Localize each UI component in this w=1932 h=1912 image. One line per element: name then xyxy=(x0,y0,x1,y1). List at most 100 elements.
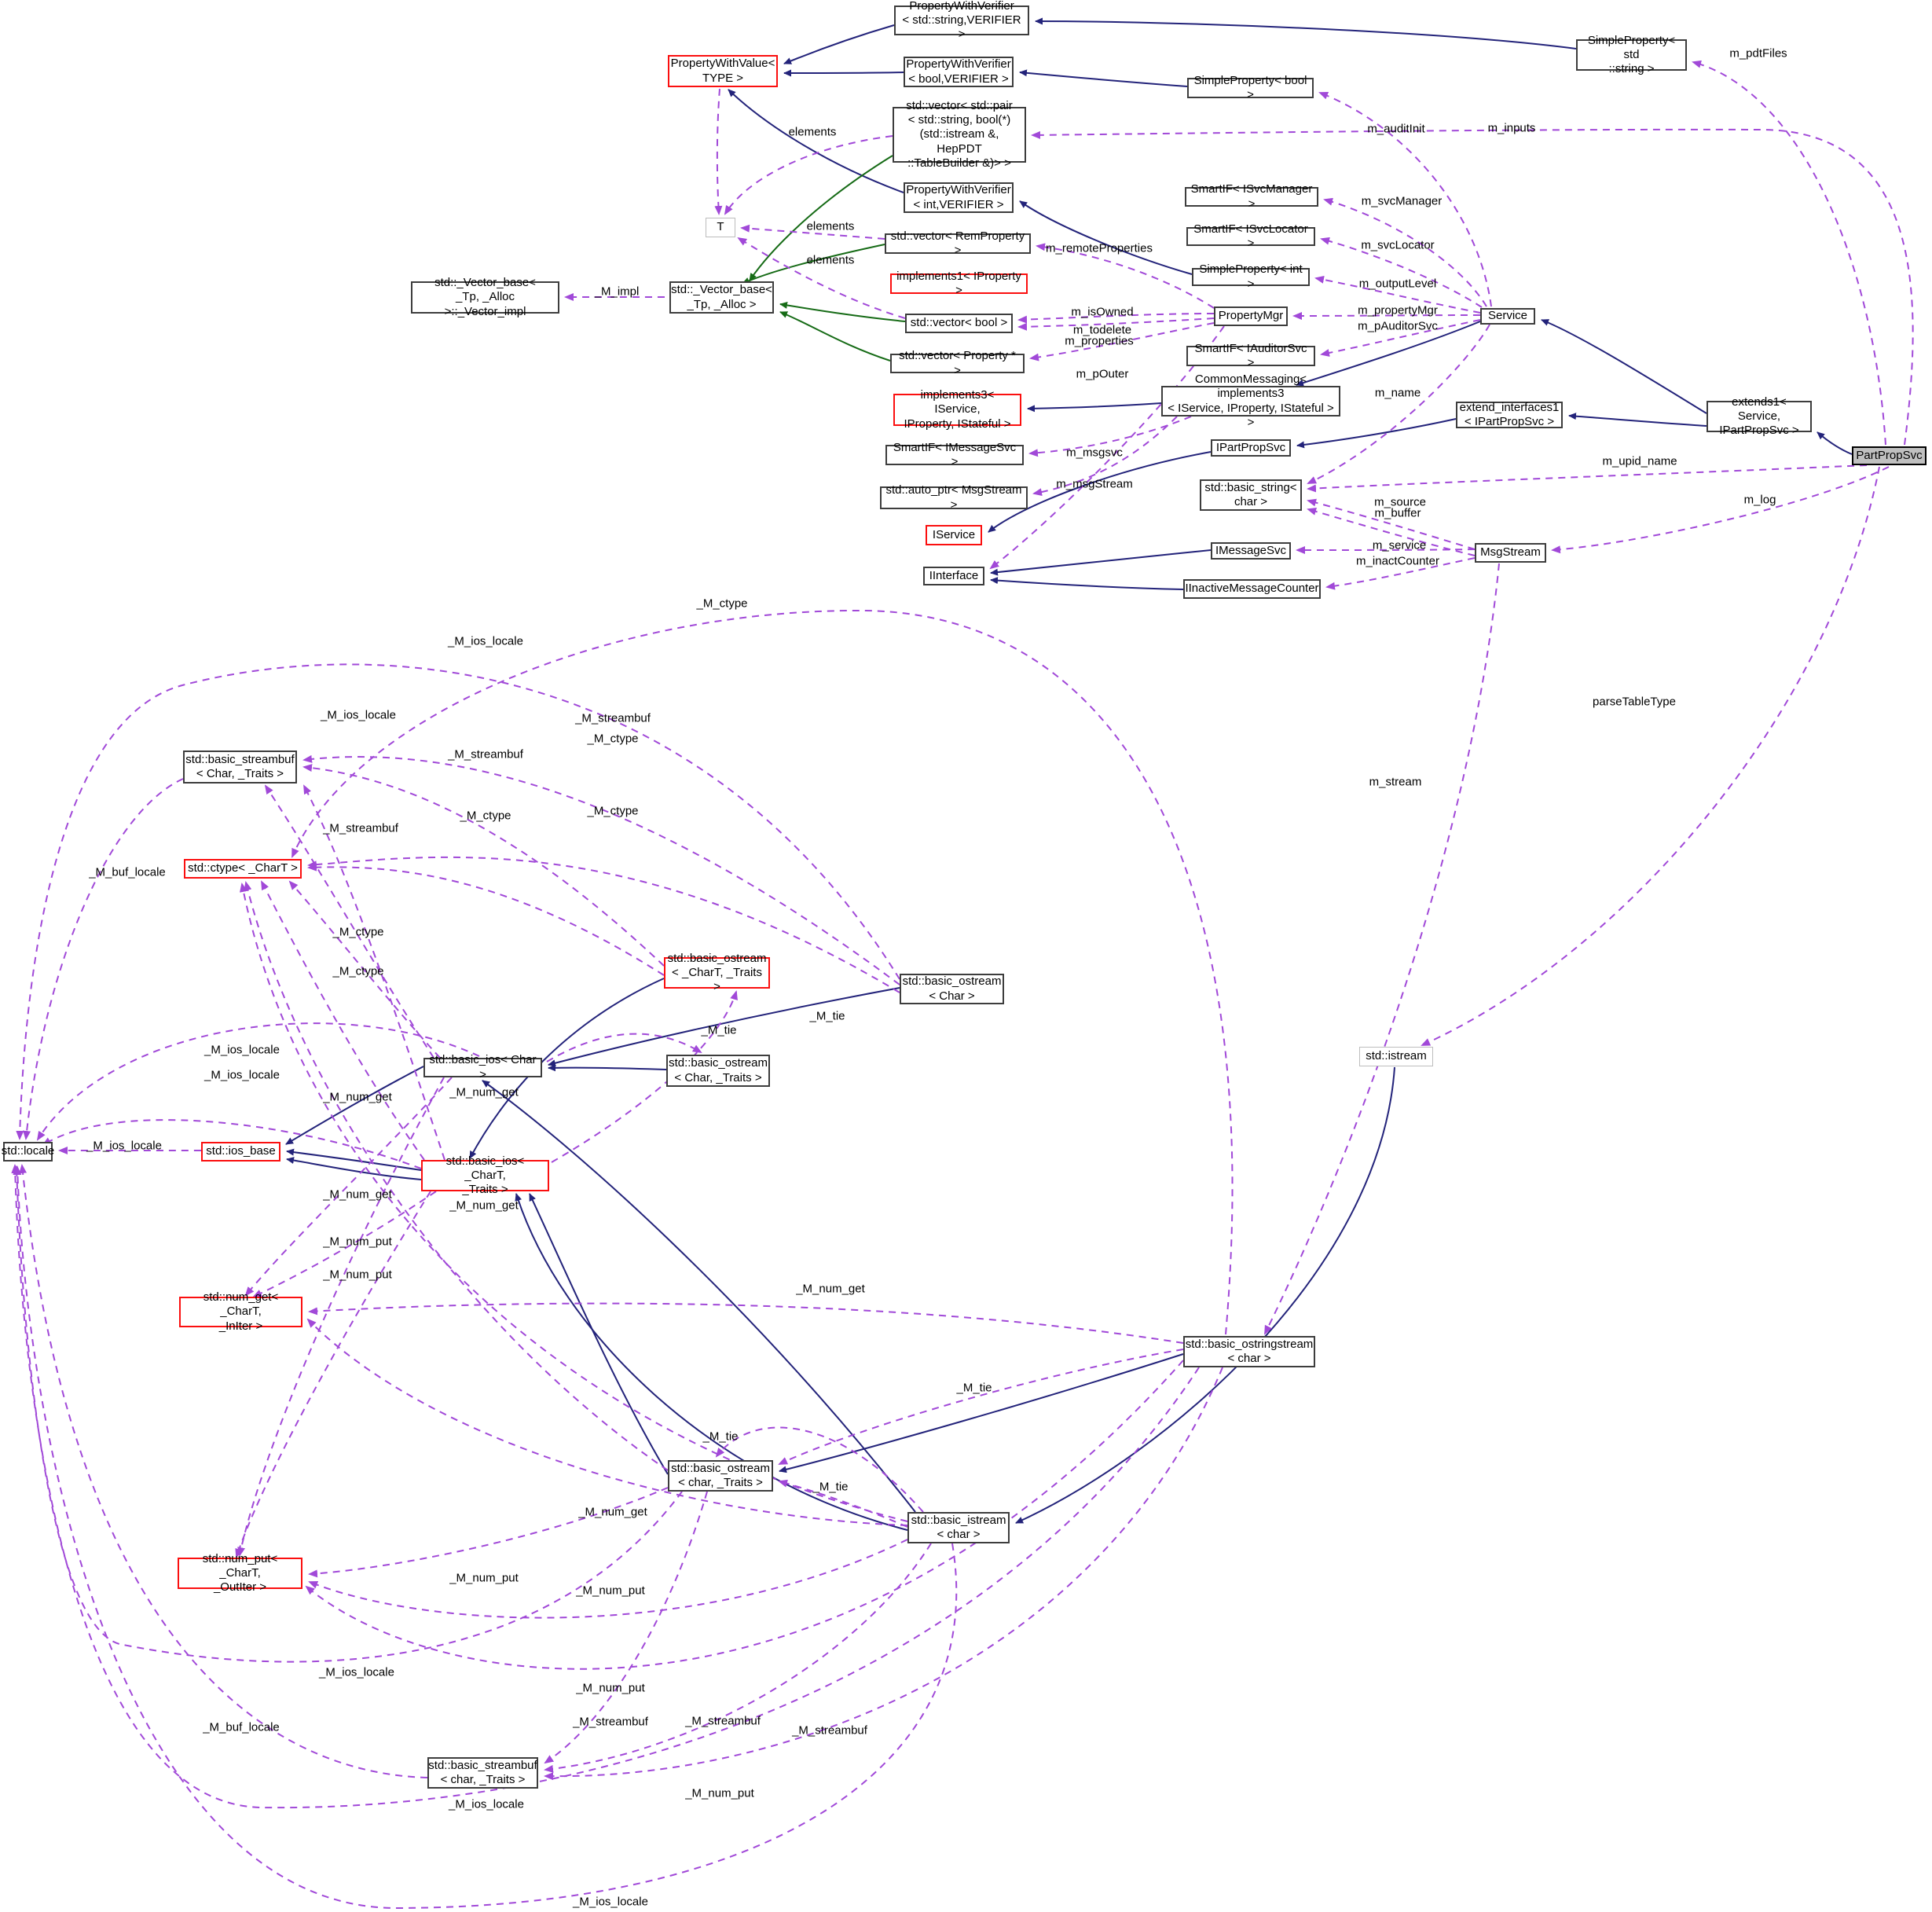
inheritance-edge xyxy=(728,89,904,193)
usage-edge xyxy=(302,764,665,967)
node-ctype-chart[interactable]: std::ctype< _CharT > xyxy=(184,859,302,879)
node-extend-interfaces1[interactable]: extend_interfaces1 < IPartPropSvc > xyxy=(1456,401,1563,428)
node-service[interactable]: Service xyxy=(1480,308,1535,325)
inheritance-edge xyxy=(515,1193,908,1531)
usage-edge xyxy=(252,1191,437,1297)
node-ipartpropsvc[interactable]: IPartPropSvc xyxy=(1211,439,1291,457)
node-vector-base-impl[interactable]: std::_Vector_base< _Tp, _Alloc >::_Vecto… xyxy=(411,276,559,318)
inheritance-edge xyxy=(990,577,1184,590)
node-basic-ostringstream-char[interactable]: std::basic_ostringstream < char > xyxy=(1183,1336,1315,1367)
node-propertywithverifier-int[interactable]: PropertyWithVerifier < int,VERIFIER > xyxy=(904,182,1014,213)
node-basic-ostream-chart-traits[interactable]: std::basic_ostream < _CharT, _Traits > xyxy=(664,952,770,993)
node-iinactivemessagecounter[interactable]: IInactiveMessageCounter xyxy=(1183,579,1321,599)
node-simpleproperty-int[interactable]: SimpleProperty< int > xyxy=(1192,262,1310,291)
usage-edge xyxy=(1017,317,1215,331)
usage-edge xyxy=(36,1022,480,1141)
inheritance-edge xyxy=(285,1066,424,1145)
node-iservice[interactable]: IService xyxy=(926,525,982,545)
usage-edge xyxy=(308,1302,1184,1344)
node-propertywithvalue-type[interactable]: PropertyWithValue< TYPE > xyxy=(668,55,778,87)
node-auto-ptr-msgstream[interactable]: std::auto_ptr< MsgStream > xyxy=(880,483,1028,512)
node-istream[interactable]: std::istream xyxy=(1359,1047,1433,1066)
usage-edge xyxy=(11,1164,1200,1809)
inheritance-edge xyxy=(548,1064,667,1072)
usage-edge xyxy=(237,1077,445,1557)
usage-edge xyxy=(715,1426,924,1513)
node-propertywithverifier-bool[interactable]: PropertyWithVerifier < bool,VERIFIER > xyxy=(904,57,1014,87)
node-simpleproperty-bool[interactable]: SimpleProperty< bool > xyxy=(1187,74,1314,101)
usage-edge xyxy=(235,1191,431,1558)
node-simpleproperty-string[interactable]: SimpleProperty< std ::string > xyxy=(1576,34,1687,75)
usage-edge xyxy=(307,856,900,993)
node-t[interactable]: T xyxy=(706,218,735,237)
usage-edge xyxy=(546,1033,702,1062)
inheritance-edge xyxy=(1568,413,1707,427)
node-smartif-isvcmanager[interactable]: SmartIF< ISvcManager > xyxy=(1185,182,1318,211)
node-basic-ostream-char-traits[interactable]: std::basic_ostream < char, _Traits > xyxy=(668,1460,773,1492)
node-vector-property[interactable]: std::vector< Property * > xyxy=(890,349,1025,377)
node-vector-remproperty[interactable]: std::vector< RemProperty > xyxy=(885,229,1031,257)
usage-edge xyxy=(308,1539,908,1619)
node-extends1[interactable]: extends1< Service, IPartPropSvc > xyxy=(1707,395,1812,437)
node-implements3[interactable]: implements3< IService, IProperty, IState… xyxy=(893,388,1021,431)
node-basic-ostream-Char[interactable]: std::basic_ostream < Char > xyxy=(900,974,1004,1004)
node-partpropsvc[interactable]: PartPropSvc xyxy=(1852,446,1927,465)
node-msgstream[interactable]: MsgStream xyxy=(1475,543,1546,563)
node-smartif-imessagesvc[interactable]: SmartIF< IMessageSvc > xyxy=(885,441,1024,468)
usage-edge xyxy=(1314,275,1481,314)
inheritance-edge xyxy=(783,24,895,64)
node-num-get[interactable]: std::num_get< _CharT, _InIter > xyxy=(179,1290,302,1333)
node-vector-base[interactable]: std::_Vector_base< _Tp, _Alloc > xyxy=(669,281,774,314)
usage-edge xyxy=(308,1487,669,1578)
usage-edge xyxy=(544,1543,932,1773)
usage-edge xyxy=(544,1491,708,1764)
usage-edge xyxy=(240,883,908,1522)
inheritance-edge xyxy=(1296,418,1457,449)
node-iinterface[interactable]: IInterface xyxy=(923,567,984,585)
node-smartif-isvclocator[interactable]: SmartIF< ISvcLocator > xyxy=(1186,222,1315,250)
node-basic-ios-Char[interactable]: std::basic_ios< Char > xyxy=(423,1053,542,1081)
inheritance-edge xyxy=(1015,1066,1395,1524)
usage-edge xyxy=(23,778,184,1140)
node-basic-ostream-Char-traits[interactable]: std::basic_ostream < Char, _Traits > xyxy=(666,1055,770,1087)
usage-edge xyxy=(1264,563,1500,1335)
node-vector-bool[interactable]: std::vector< bool > xyxy=(905,314,1013,333)
inheritance-edge xyxy=(990,549,1212,576)
usage-edge xyxy=(1323,197,1487,307)
usage-edge xyxy=(244,1077,453,1297)
node-smartif-iauditorsvc[interactable]: SmartIF< IAuditorSvc > xyxy=(1186,342,1315,369)
node-basic-string-char[interactable]: std::basic_string< char > xyxy=(1200,479,1302,511)
usage-edge xyxy=(264,784,434,1059)
usage-edge xyxy=(714,88,723,215)
node-ios-base[interactable]: std::ios_base xyxy=(201,1142,280,1162)
node-num-put[interactable]: std::num_put< _CharT, _OutIter > xyxy=(178,1552,302,1594)
node-basic-streambuf-char[interactable]: std::basic_streambuf < char, _Traits > xyxy=(427,1757,538,1789)
node-vector-pair-tablebuilder[interactable]: std::vector< std::pair < std::string, bo… xyxy=(893,99,1026,170)
inheritance-edge xyxy=(482,1080,916,1513)
node-implements1-iproperty[interactable]: implements1< IProperty > xyxy=(890,270,1028,297)
template-edge xyxy=(749,155,893,281)
usage-edge xyxy=(261,880,425,1161)
node-basic-istream-char[interactable]: std::basic_istream < char > xyxy=(907,1512,1010,1543)
template-edge xyxy=(742,244,885,284)
usage-edge xyxy=(1325,557,1476,590)
inheritance-edge xyxy=(1019,200,1193,275)
node-propertywithverifier-string[interactable]: PropertyWithVerifier < std::string,VERIF… xyxy=(894,0,1029,41)
usage-edge xyxy=(1692,60,1886,446)
usage-edge xyxy=(244,881,669,1471)
usage-edge xyxy=(778,1349,1184,1465)
inheritance-edge xyxy=(286,1148,422,1171)
usage-edge xyxy=(13,1165,958,1910)
usage-edge xyxy=(303,784,445,1161)
node-locale[interactable]: std::locale xyxy=(2,1142,54,1162)
node-propertymgr[interactable]: PropertyMgr xyxy=(1214,306,1288,326)
node-commonmessaging[interactable]: CommonMessaging< implements3 < IService,… xyxy=(1161,372,1340,429)
node-imessagesvc[interactable]: IMessageSvc xyxy=(1211,542,1291,560)
usage-edge xyxy=(740,224,885,240)
inheritance-edge xyxy=(1019,69,1188,87)
node-basic-streambuf-Char[interactable]: std::basic_streambuf < Char, _Traits > xyxy=(183,750,297,784)
usage-edge xyxy=(1017,313,1215,324)
node-basic-ios-chart-traits[interactable]: std::basic_ios< _CharT, _Traits > xyxy=(421,1154,549,1196)
